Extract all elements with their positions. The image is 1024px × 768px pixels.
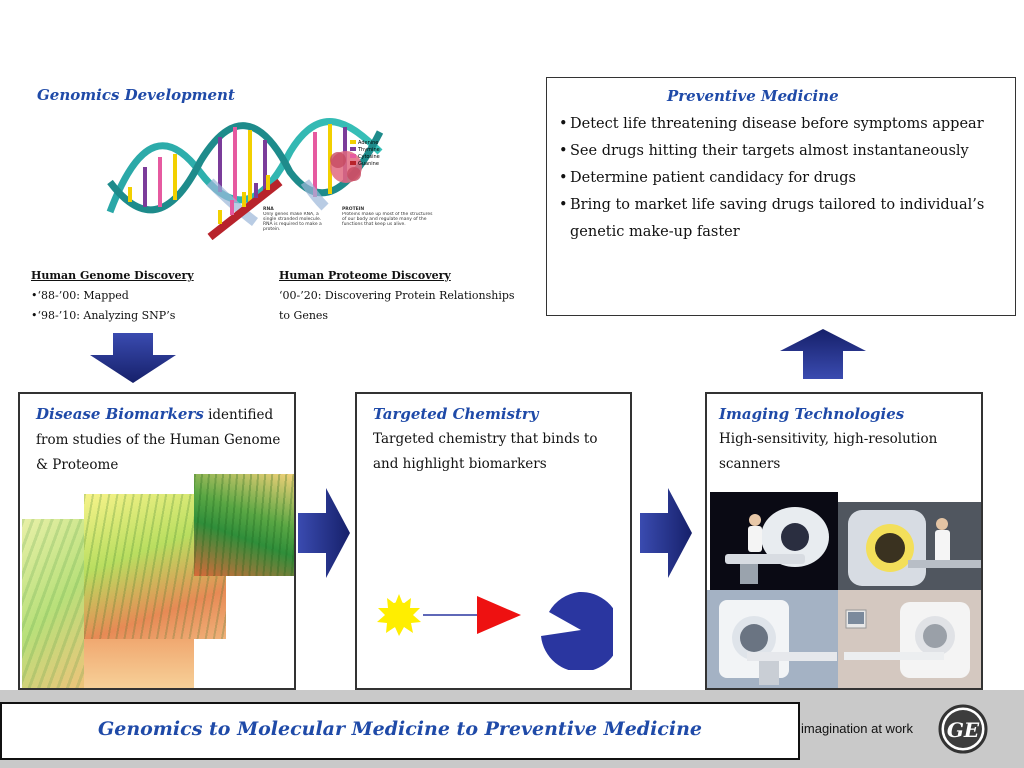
pet-scanner-photo [710,492,838,590]
list-item: Bring to market life saving drugs tailor… [559,192,1009,246]
ge-logo-text: GE [947,718,980,742]
legend-thymine: Thymine [357,147,380,153]
chemistry-description: Targeted chemistry that binds to and hig… [373,431,598,472]
list-item: Detect life threatening disease before s… [559,111,1009,138]
ge-logo-icon: GE [938,704,988,754]
chemistry-text: Targeted Chemistry Targeted chemistry th… [373,402,623,477]
ct-scanner-photo [707,590,838,688]
binding-illustration [377,591,613,670]
genome-item: •‘98-’10: Analyzing SNP’s [31,309,176,322]
arrow-right-icon [298,488,350,578]
genome-item: •‘88-’00: Mapped [31,289,129,302]
preventive-list: Detect life threatening disease before s… [559,111,1009,246]
preventive-medicine-box: Preventive Medicine Detect life threaten… [546,77,1016,316]
imaging-technologies-box: Imaging Technologies High-sensitivity, h… [705,392,983,690]
rna-caption: Only genes make RNA, a single stranded m… [263,212,322,232]
legend-cytosine: Cytosine [358,154,380,160]
preventive-title: Preventive Medicine [667,87,839,105]
footer-title: Genomics to Molecular Medicine to Preven… [98,718,702,740]
proteome-text: ‘00-’20: Discovering Protein Relationshi… [279,289,515,322]
protein-caption: Proteins make up most of the structures … [342,212,433,227]
sun-icon [377,594,421,636]
rna-label: RNA [263,206,274,212]
biomarkers-description: identified from studies of the Human Gen… [36,407,281,473]
triangle-icon [477,596,521,634]
proteome-discovery: Human Proteome Discovery ‘00-’20: Discov… [279,266,529,326]
chemistry-title: Targeted Chemistry [373,405,539,423]
ct-scanner-room-photo [838,590,981,688]
imaging-title: Imaging Technologies [719,405,905,423]
pacman-icon [541,591,613,670]
genome-heading: Human Genome Discovery [31,269,194,282]
dna-rna-protein-illustration: Adenine Thymine Cytosine Guanine RNA Onl… [106,118,433,240]
list-item: Determine patient candidacy for drugs [559,165,1009,192]
proteome-heading: Human Proteome Discovery [279,269,451,282]
protein-label: PROTEIN [342,206,364,212]
biomarkers-text: Disease Biomarkers identified from studi… [36,402,286,478]
list-item: See drugs hitting their targets almost i… [559,138,1009,165]
legend-adenine: Adenine [358,140,378,146]
tagline: imagination at work [801,721,913,736]
imaging-description: High-sensitivity, high-resolution scanne… [719,431,938,472]
legend-guanine: Guanine [358,161,379,167]
targeted-chemistry-box: Targeted Chemistry Targeted chemistry th… [355,392,632,690]
biomarkers-title: Disease Biomarkers [36,405,204,423]
gel-image [84,639,194,688]
disease-biomarkers-box: Disease Biomarkers identified from studi… [18,392,296,690]
genomics-title: Genomics Development [37,86,235,104]
arrow-up-icon [780,329,866,379]
gel-image [194,474,294,576]
genome-discovery: Human Genome Discovery •‘88-’00: Mapped … [31,266,261,326]
footer-title-box: Genomics to Molecular Medicine to Preven… [0,702,800,760]
arrow-right-icon [640,488,692,578]
arrow-down-icon [90,333,176,383]
mri-scanner-photo [838,502,981,590]
imaging-text: Imaging Technologies High-sensitivity, h… [719,402,939,477]
